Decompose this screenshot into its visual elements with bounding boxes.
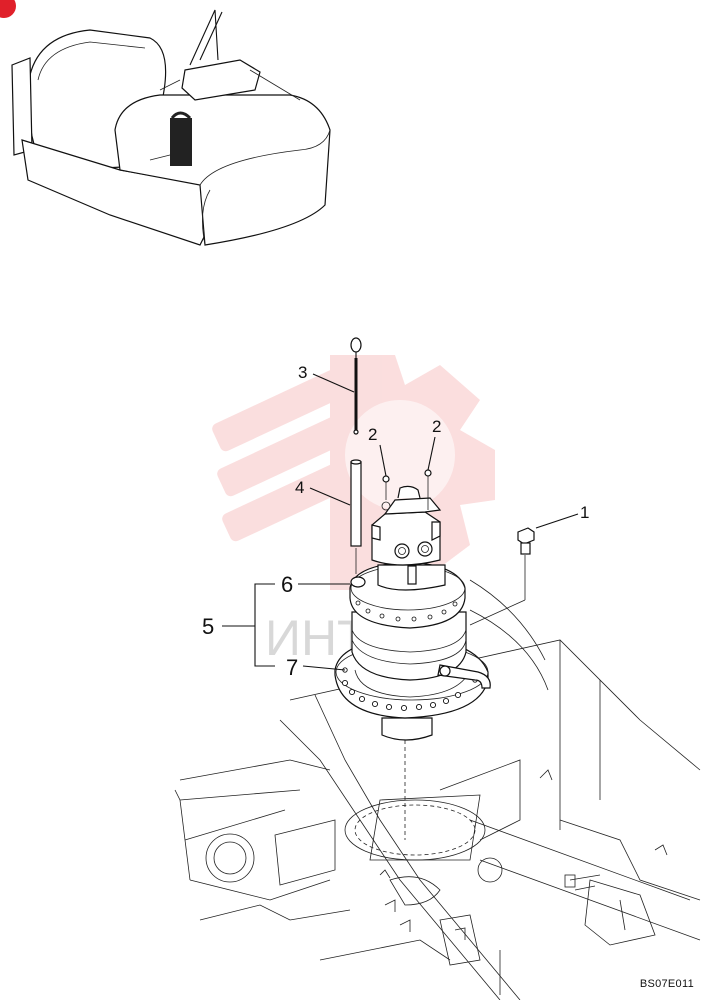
- dipstick-part: [350, 337, 362, 435]
- red-corner-badge-icon: [0, 0, 16, 18]
- machine-inset: [11, 9, 331, 246]
- callout-3: 3: [298, 363, 307, 382]
- leader-lines: [222, 373, 579, 671]
- callout-4: 4: [295, 478, 304, 497]
- bolt-part: [469, 527, 535, 626]
- callout-5: 5: [202, 614, 214, 639]
- upper-frame: [174, 579, 701, 1000]
- flange-bolt-holes: [341, 667, 478, 712]
- callout-6: 6: [281, 572, 293, 597]
- swing-motor-assembly: [334, 485, 491, 741]
- callout-1: 1: [580, 503, 589, 522]
- guide-pipe-part: [350, 459, 366, 588]
- callout-2-left: 2: [368, 425, 377, 444]
- callout-2-right: 2: [432, 417, 441, 436]
- callout-7: 7: [286, 655, 298, 680]
- drawing-code: BS07E011: [639, 978, 694, 990]
- swing-motor-location-marker: [170, 118, 192, 166]
